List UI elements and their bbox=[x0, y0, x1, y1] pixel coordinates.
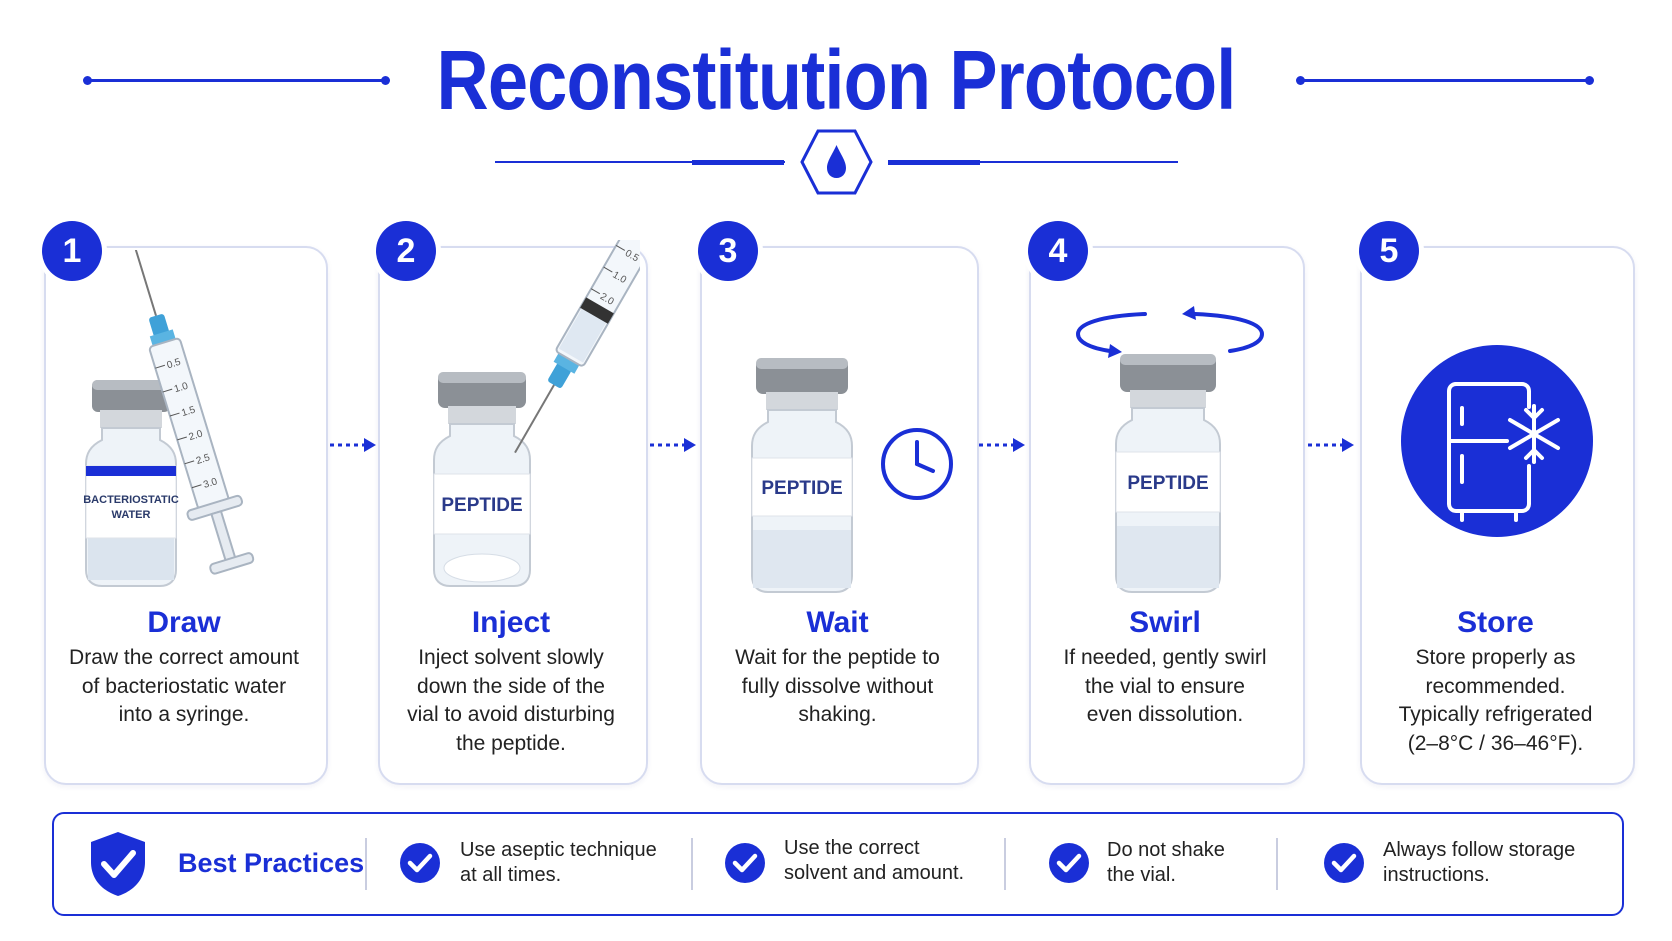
vial-label: PEPTIDE bbox=[441, 495, 522, 516]
step-number-badge: 4 bbox=[1028, 221, 1088, 281]
header-line-dot bbox=[83, 76, 92, 85]
next-step-arrow-icon bbox=[650, 438, 696, 452]
syringe-mark: 3.0 bbox=[202, 476, 219, 491]
check-circle-icon bbox=[725, 843, 765, 883]
description-line: Wait for the peptide to bbox=[735, 646, 940, 669]
vial-label: PEPTIDE bbox=[1127, 473, 1208, 494]
description-line: Inject solvent slowly bbox=[418, 646, 604, 669]
step-description-draw: Draw the correct amount of bacteriostati… bbox=[44, 644, 324, 730]
check-circle-icon bbox=[400, 843, 440, 883]
bacteriostatic-water-vial: BACTERIOSTATIC WATER bbox=[83, 380, 179, 587]
best-practice-item: Do not shake the vial. bbox=[1107, 838, 1225, 888]
description-line: recommended. bbox=[1425, 674, 1566, 698]
best-practices-title: Best Practices bbox=[178, 848, 365, 878]
next-step-arrow-icon bbox=[1308, 438, 1354, 452]
next-step-arrow-icon bbox=[330, 438, 376, 452]
refrigerator-snowflake-icon bbox=[1401, 345, 1593, 537]
syringe-mark: 2.0 bbox=[188, 428, 205, 443]
divider bbox=[1276, 838, 1278, 890]
header-line-dot bbox=[381, 76, 390, 85]
best-practice-item: Use the correct solvent and amount. bbox=[784, 836, 964, 886]
best-practice-line: the vial. bbox=[1107, 864, 1176, 886]
description-line: (2–8°C / 36–46°F). bbox=[1407, 731, 1584, 755]
page-title: Reconstitution Protocol bbox=[436, 33, 1237, 127]
best-practice-line: solvent and amount. bbox=[784, 862, 965, 884]
description-line: vial to avoid disturbing bbox=[407, 703, 615, 726]
description-line: the peptide. bbox=[456, 731, 566, 755]
vial-label: PEPTIDE bbox=[761, 478, 842, 499]
description-line: of bacteriostatic water bbox=[81, 674, 287, 698]
step-title-store: Store bbox=[1457, 606, 1534, 639]
syringe-draw: 0.5 1.0 1.5 2.0 2.5 3.0 bbox=[134, 250, 255, 575]
step-title-inject: Inject bbox=[471, 606, 551, 639]
best-practice-line: Use the correct bbox=[784, 837, 920, 859]
description-line: the vial to ensure bbox=[1085, 674, 1245, 698]
syringe-mark: 1.0 bbox=[173, 381, 190, 396]
step-description-store: Store properly as recommended. Typically… bbox=[1360, 644, 1631, 758]
description-line: down the side of the bbox=[417, 674, 605, 698]
step-number-badge: 5 bbox=[1359, 221, 1419, 281]
step-description-inject: Inject solvent slowly down the side of t… bbox=[378, 644, 644, 758]
swirl-arrows-icon bbox=[1075, 306, 1265, 358]
best-practice-line: at all times. bbox=[460, 864, 562, 886]
step-number-badge: 3 bbox=[698, 221, 758, 281]
next-step-arrow-icon bbox=[979, 438, 1025, 452]
clock-icon bbox=[881, 428, 953, 500]
step-description-wait: Wait for the peptide to fully dissolve w… bbox=[700, 644, 975, 730]
step-number-badge: 2 bbox=[376, 221, 436, 281]
inject-vial-icon: PEPTIDE 0.5 1.0 2.0 bbox=[433, 240, 640, 587]
vial-label-line: WATER bbox=[112, 509, 151, 521]
syringe-mark: 2.5 bbox=[195, 452, 212, 467]
step-number-badge: 1 bbox=[42, 221, 102, 281]
divider bbox=[365, 838, 367, 890]
best-practice-line: Always follow storage bbox=[1383, 839, 1576, 861]
best-practice-line: Use aseptic technique bbox=[460, 839, 657, 861]
header-line-dot bbox=[1585, 76, 1594, 85]
description-line: If needed, gently swirl bbox=[1063, 646, 1267, 669]
divider bbox=[691, 838, 693, 890]
water-drop-icon bbox=[800, 129, 873, 195]
swirl-illustration: PEPTIDE bbox=[1075, 306, 1265, 593]
description-line: into a syringe. bbox=[118, 703, 250, 726]
wait-illustration: PEPTIDE bbox=[751, 358, 953, 593]
shield-check-icon bbox=[91, 832, 145, 896]
vial-label-line: BACTERIOSTATIC bbox=[83, 494, 179, 506]
header-line-right bbox=[1300, 79, 1590, 82]
syringe-and-vial-icon: BACTERIOSTATIC WATER 0.5 1.0 1.5 2.0 2.5… bbox=[83, 250, 255, 587]
step-description-swirl: If needed, gently swirl the vial to ensu… bbox=[1029, 644, 1301, 730]
best-practice-line: instructions. bbox=[1383, 864, 1490, 886]
syringe-mark: 0.5 bbox=[166, 357, 183, 372]
syringe-inject: 0.5 1.0 2.0 bbox=[514, 240, 640, 454]
peptide-vial: PEPTIDE bbox=[433, 372, 531, 587]
description-line: Store properly as bbox=[1415, 646, 1576, 669]
peptide-vial: PEPTIDE bbox=[1115, 354, 1221, 593]
description-line: even dissolution. bbox=[1086, 703, 1244, 726]
step-title-wait: Wait bbox=[806, 606, 869, 639]
header: Reconstitution Protocol bbox=[0, 30, 1672, 130]
header-line-left bbox=[88, 79, 386, 82]
check-circle-icon bbox=[1324, 843, 1364, 883]
step-title-swirl: Swirl bbox=[1129, 606, 1201, 639]
best-practices-panel: Best Practices Use aseptic technique at … bbox=[52, 812, 1624, 916]
peptide-vial: PEPTIDE bbox=[751, 358, 853, 593]
description-line: Draw the correct amount bbox=[69, 646, 299, 669]
description-line: Typically refrigerated bbox=[1398, 703, 1593, 726]
best-practice-item: Use aseptic technique at all times. bbox=[460, 838, 657, 888]
check-circle-icon bbox=[1049, 843, 1089, 883]
description-line: shaking. bbox=[798, 703, 877, 726]
best-practice-item: Always follow storage instructions. bbox=[1383, 838, 1575, 888]
syringe-mark: 1.5 bbox=[180, 404, 197, 419]
divider bbox=[1004, 838, 1006, 890]
best-practice-line: Do not shake bbox=[1107, 839, 1225, 861]
step-title-draw: Draw bbox=[147, 606, 221, 639]
description-line: fully dissolve without bbox=[741, 674, 934, 698]
